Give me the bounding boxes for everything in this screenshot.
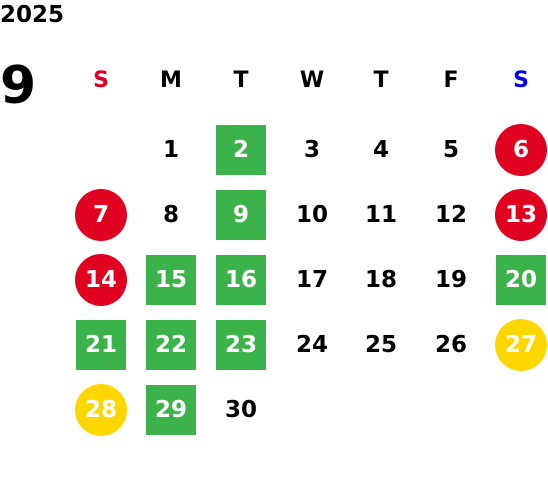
calendar-day[interactable]: 26 bbox=[434, 332, 467, 358]
calendar-day[interactable]: 8 bbox=[162, 202, 179, 228]
calendar-day[interactable]: 23 bbox=[216, 320, 266, 370]
calendar-day[interactable]: 10 bbox=[295, 202, 328, 228]
weekday-header: W bbox=[299, 67, 325, 93]
calendar-day[interactable]: 21 bbox=[76, 320, 126, 370]
calendar-day[interactable]: 15 bbox=[146, 255, 196, 305]
calendar-day[interactable]: 18 bbox=[364, 267, 397, 293]
calendar-day[interactable]: 16 bbox=[216, 255, 266, 305]
weekday-header: T bbox=[233, 67, 249, 93]
weekday-header: S bbox=[93, 67, 109, 93]
calendar-day[interactable]: 19 bbox=[434, 267, 467, 293]
calendar-day[interactable]: 14 bbox=[75, 254, 127, 306]
calendar-day[interactable]: 2 bbox=[216, 125, 266, 175]
calendar-day[interactable]: 17 bbox=[295, 267, 328, 293]
calendar-day[interactable]: 12 bbox=[434, 202, 467, 228]
calendar-day[interactable]: 27 bbox=[495, 319, 547, 371]
calendar-day[interactable]: 29 bbox=[146, 385, 196, 435]
calendar-day[interactable]: 22 bbox=[146, 320, 196, 370]
calendar-day[interactable]: 9 bbox=[216, 190, 266, 240]
calendar-day[interactable]: 1 bbox=[162, 137, 179, 163]
calendar-day[interactable]: 5 bbox=[442, 137, 459, 163]
calendar-day[interactable]: 25 bbox=[364, 332, 397, 358]
calendar-day[interactable]: 3 bbox=[303, 137, 320, 163]
weekday-header: T bbox=[373, 67, 389, 93]
weekday-header: S bbox=[513, 67, 529, 93]
calendar-year: 2025 bbox=[0, 2, 65, 28]
calendar-day[interactable]: 30 bbox=[224, 397, 257, 423]
calendar-day[interactable]: 24 bbox=[295, 332, 328, 358]
calendar-day[interactable]: 13 bbox=[495, 189, 547, 241]
calendar-day[interactable]: 28 bbox=[75, 384, 127, 436]
calendar-day[interactable]: 7 bbox=[75, 189, 127, 241]
weekday-header: M bbox=[160, 67, 182, 93]
calendar-day[interactable]: 20 bbox=[496, 255, 546, 305]
calendar-month: 9 bbox=[0, 56, 37, 116]
calendar-day[interactable]: 11 bbox=[364, 202, 397, 228]
calendar-day[interactable]: 4 bbox=[372, 137, 389, 163]
weekday-header: F bbox=[443, 67, 459, 93]
calendar-day[interactable]: 6 bbox=[495, 124, 547, 176]
